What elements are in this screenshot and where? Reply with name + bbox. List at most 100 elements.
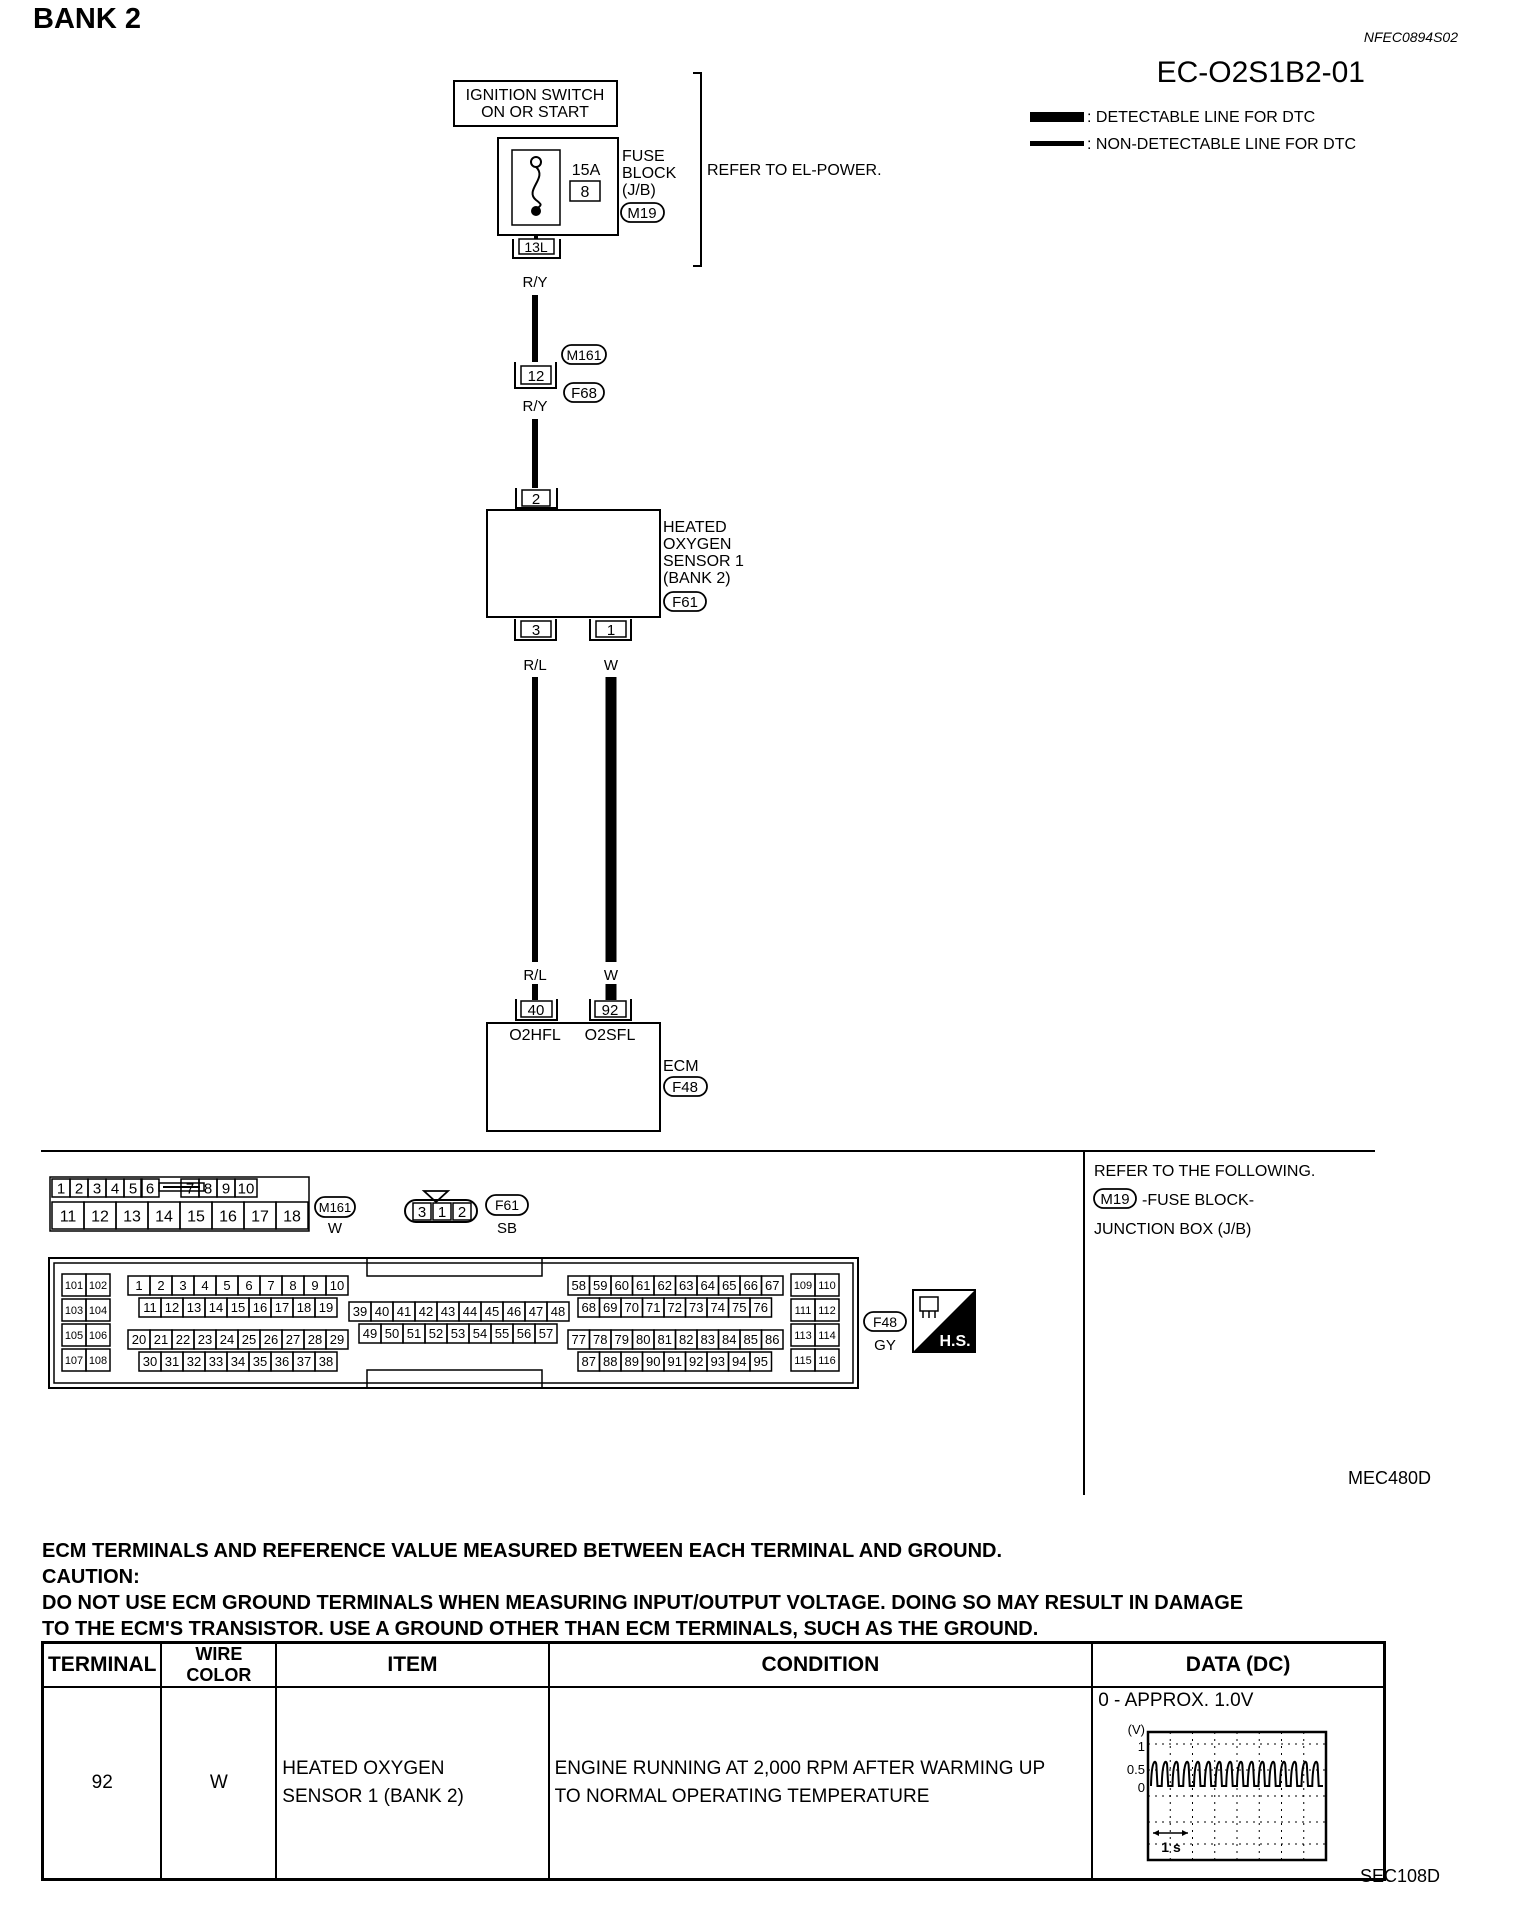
scope-tick-05: 0.5 [1127, 1762, 1145, 1777]
ecm-label: ECM [663, 1058, 699, 1075]
condition-line-1: ENGINE RUNNING AT 2,000 RPM AFTER WARMIN… [554, 1758, 1046, 1779]
sensor-pin-3: 3 [532, 622, 540, 639]
heated-oxygen-sensor-box [486, 509, 661, 618]
f48-pin: 102 [89, 1280, 107, 1292]
f48-pin-box [314, 1351, 338, 1372]
wire-w-label-top: W [604, 657, 619, 674]
m161-pin-box [123, 1178, 143, 1198]
sensor-label-4: (BANK 2) [663, 570, 731, 587]
f61-face-badge [485, 1194, 529, 1216]
joint-12-frame [514, 362, 557, 389]
ignition-line1: IGNITION SWITCH [466, 87, 605, 104]
scope-tick-1: 1 [1138, 1739, 1145, 1754]
f48-pin: 71 [646, 1300, 660, 1315]
f48-pin: 77 [572, 1332, 586, 1347]
terminal-13l-frame [512, 239, 561, 259]
f61-pin: 2 [458, 1204, 466, 1221]
f48-pin: 63 [679, 1278, 693, 1293]
f48-pin: 16 [253, 1300, 267, 1315]
terminal-13l: 13L [524, 239, 548, 255]
f48-pin: 24 [220, 1332, 234, 1347]
oscilloscope-waveform: (V) 1 0.5 0 1 s [1127, 1722, 1328, 1862]
f48-pin: 57 [539, 1326, 553, 1341]
f48-pin: 51 [407, 1326, 421, 1341]
fuse-number: 8 [581, 184, 590, 201]
f48-pin-box [85, 1298, 111, 1322]
m161-pin: 11 [60, 1208, 77, 1225]
header-data: DATA (DC) [1091, 1641, 1386, 1688]
f48-pin: 108 [89, 1355, 107, 1367]
ecm-name-o2hfl: O2HFL [509, 1027, 561, 1044]
f48-pin: 34 [231, 1354, 245, 1369]
m161-pin: 6 [146, 1180, 154, 1197]
f48-pin-box [325, 1329, 349, 1350]
f48-pin: 74 [711, 1300, 725, 1315]
f48-pin: 107 [65, 1355, 83, 1367]
f48-pin: 69 [603, 1300, 617, 1315]
f48-pin-box [749, 1351, 773, 1372]
f48-pin: 64 [701, 1278, 715, 1293]
fuse-label-3: (J/B) [622, 182, 656, 199]
ecm-notes: ECM TERMINALS AND REFERENCE VALUE MEASUR… [42, 1538, 1382, 1642]
f48-pin: 19 [319, 1300, 333, 1315]
fuse-inner-box [511, 149, 561, 226]
m161-pin: 14 [155, 1208, 173, 1225]
joint-12-box [520, 365, 552, 385]
ecm-pin92-frame [589, 999, 632, 1021]
table-row: 92 W HEATED OXYGEN SENSOR 1 (BANK 2) ENG… [41, 1686, 1386, 1881]
f48-pin-box [760, 1275, 784, 1296]
f48-pin: 32 [187, 1354, 201, 1369]
f48-pin: 55 [495, 1326, 509, 1341]
f48-pin: 39 [353, 1304, 367, 1319]
f48-pin: 11 [143, 1300, 157, 1315]
joint-terminal: 12 [528, 368, 545, 385]
m161-outline [49, 1176, 310, 1232]
header-condition: CONDITION [547, 1641, 1094, 1688]
m161-pin: 12 [91, 1208, 109, 1225]
connector-f48-badge [663, 1076, 708, 1097]
scope-unit: (V) [1128, 1722, 1145, 1737]
connector-m161-badge [561, 344, 607, 365]
f48-pin: 36 [275, 1354, 289, 1369]
refer-junction-box: JUNCTION BOX (J/B) [1094, 1221, 1251, 1238]
f48-pin: 38 [319, 1354, 333, 1369]
f48-pin: 17 [275, 1300, 289, 1315]
table-header-row: TERMINAL WIRE COLOR ITEM CONDITION DATA … [41, 1641, 1386, 1688]
f48-pin: 101 [65, 1280, 83, 1292]
ecm-pin40-box [520, 1000, 553, 1018]
f48-pin-box [814, 1348, 840, 1372]
f48-face-id: F48 [873, 1314, 897, 1330]
ecm-pin40-frame [515, 999, 558, 1021]
ecm-pin-40: 40 [528, 1002, 545, 1019]
m161-pin: 7 [186, 1180, 194, 1197]
f48-pin: 2 [157, 1278, 164, 1293]
f48-pin: 12 [165, 1300, 179, 1315]
f48-pin: 37 [297, 1354, 311, 1369]
ecm-pin-92: 92 [602, 1002, 619, 1019]
ecm-name-o2sfl: O2SFL [585, 1027, 636, 1044]
f48-pin: 62 [658, 1278, 672, 1293]
f48-top-key [366, 1257, 543, 1277]
f48-pin: 67 [765, 1278, 779, 1293]
f48-pin: 10 [330, 1278, 344, 1293]
f61-pin-box [452, 1202, 472, 1221]
f48-pin: 52 [429, 1326, 443, 1341]
f48-pin: 13 [187, 1300, 201, 1315]
note-line-1: ECM TERMINALS AND REFERENCE VALUE MEASUR… [42, 1540, 1003, 1562]
legend-non-detectable-text: : NON-DETECTABLE LINE FOR DTC [1087, 136, 1356, 153]
f48-pin: 20 [132, 1332, 146, 1347]
f48-pin: 14 [209, 1300, 223, 1315]
f48-pin: 93 [711, 1354, 725, 1369]
m161-pin: 15 [187, 1208, 205, 1225]
section-code: NFEC0894S02 [1364, 29, 1458, 45]
f48-pin: 22 [176, 1332, 190, 1347]
scope-trace [1150, 1760, 1324, 1787]
f48-pin: 53 [451, 1326, 465, 1341]
f48-pin: 60 [615, 1278, 629, 1293]
connector-m19: M19 [627, 205, 656, 222]
fuse-top-node [530, 156, 542, 168]
m161-pin: 2 [75, 1180, 83, 1197]
ecm-reference-table: TERMINAL WIRE COLOR ITEM CONDITION DATA … [41, 1641, 1386, 1881]
f48-pin: 79 [615, 1332, 629, 1347]
